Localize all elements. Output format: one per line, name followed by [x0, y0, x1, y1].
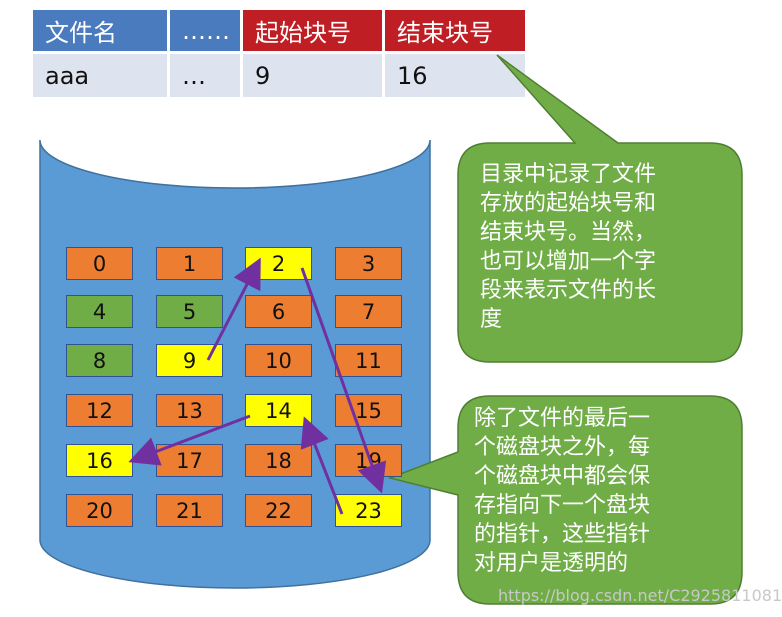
disk-block-3: 3 [335, 247, 402, 280]
disk-block-5: 5 [156, 295, 223, 328]
header-end-block: 结束块号 [385, 10, 525, 51]
disk-block-1: 1 [156, 247, 223, 280]
header-ellipsis: …… [170, 10, 240, 51]
disk-block-22: 22 [245, 494, 312, 527]
arrow-9-to-2 [206, 257, 261, 361]
header-filename: 文件名 [33, 10, 167, 51]
top-callout-line: 度 [480, 307, 503, 332]
bottom-callout-line: 个磁盘块中都会保 [474, 464, 651, 489]
bottom-callout-bubble [387, 395, 743, 605]
bottom-callout-text: 除了文件的最后一 个磁盘块之外，每 个磁盘块中都会保 存指向下一个盘块 的指针，… [474, 404, 650, 578]
bottom-callout-line: 的指针，这些指针 [474, 522, 651, 547]
directory-table: 文件名 …… 起始块号 结束块号 aaa … 9 16 [33, 10, 525, 98]
cell-start-block: 9 [243, 54, 382, 97]
disk-drawing [39, 54, 743, 605]
disk-block-11: 11 [335, 344, 402, 377]
bottom-callout-line: 对用户是透明的 [474, 551, 629, 576]
disk-block-23: 23 [335, 494, 402, 527]
disk-block-21: 21 [156, 494, 223, 527]
top-callout-line: 存放的起始块号和 [480, 191, 657, 216]
cell-ellipsis: … [170, 54, 240, 97]
arrow-23-to-14 [300, 416, 344, 515]
disk-block-4: 4 [66, 295, 133, 328]
arrow-14-to-16 [128, 414, 251, 466]
top-callout-line: 也可以增加一个字 [480, 249, 657, 274]
disk-block-16: 16 [66, 444, 133, 477]
bottom-callout-line: 存指向下一个盘块 [474, 493, 651, 518]
pointer-arrows [128, 257, 387, 515]
arrow-2-to-23 [300, 267, 387, 494]
top-callout-line: 结束块号。当然， [480, 220, 657, 245]
disk-cylinder-top [39, 139, 431, 189]
disk-block-7: 7 [335, 295, 402, 328]
watermark: https://blog.csdn.net/C2925811081 [498, 586, 782, 605]
bottom-callout-line: 除了文件的最后一 [474, 406, 651, 431]
disk-block-6: 6 [245, 295, 312, 328]
top-callout-line: 目录中记录了文件 [480, 162, 657, 187]
disk-block-17: 17 [156, 444, 223, 477]
disk-block-20: 20 [66, 494, 133, 527]
cell-filename: aaa [33, 54, 167, 97]
disk-block-13: 13 [156, 394, 223, 427]
disk-block-8: 8 [66, 344, 133, 377]
top-callout-bubble [457, 54, 743, 363]
bottom-callout-line: 个磁盘块之外，每 [474, 435, 651, 460]
top-callout-line: 段来表示文件的长 [480, 278, 657, 303]
disk-block-12: 12 [66, 394, 133, 427]
disk-block-10: 10 [245, 344, 312, 377]
top-callout-text: 目录中记录了文件 存放的起始块号和 结束块号。当然， 也可以增加一个字 段来表示… [480, 160, 656, 334]
disk-block-15: 15 [335, 394, 402, 427]
header-start-block: 起始块号 [243, 10, 382, 51]
disk-block-0: 0 [66, 247, 133, 280]
